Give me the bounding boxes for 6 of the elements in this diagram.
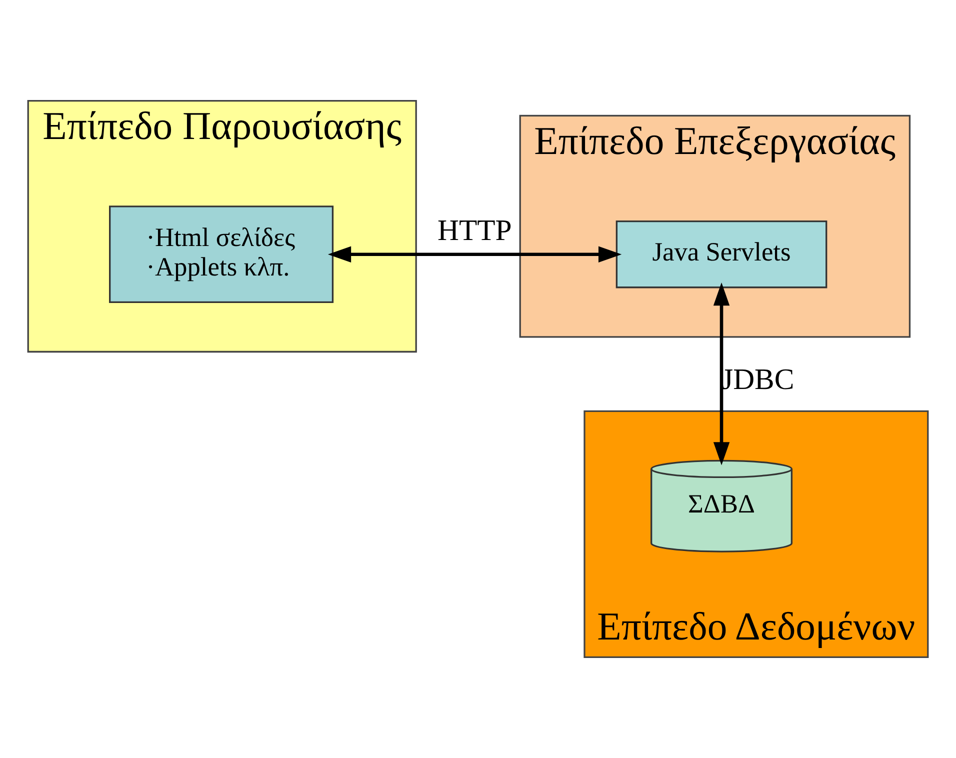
arrow: [713, 282, 730, 466]
edge-label: HTTP: [438, 215, 512, 248]
node-box: ·Html σελίδες ·Applets κλπ.: [109, 206, 334, 304]
arrow: [328, 246, 622, 262]
edge-label: JDBC: [722, 364, 794, 396]
node-box: Java Servlets: [616, 220, 828, 288]
